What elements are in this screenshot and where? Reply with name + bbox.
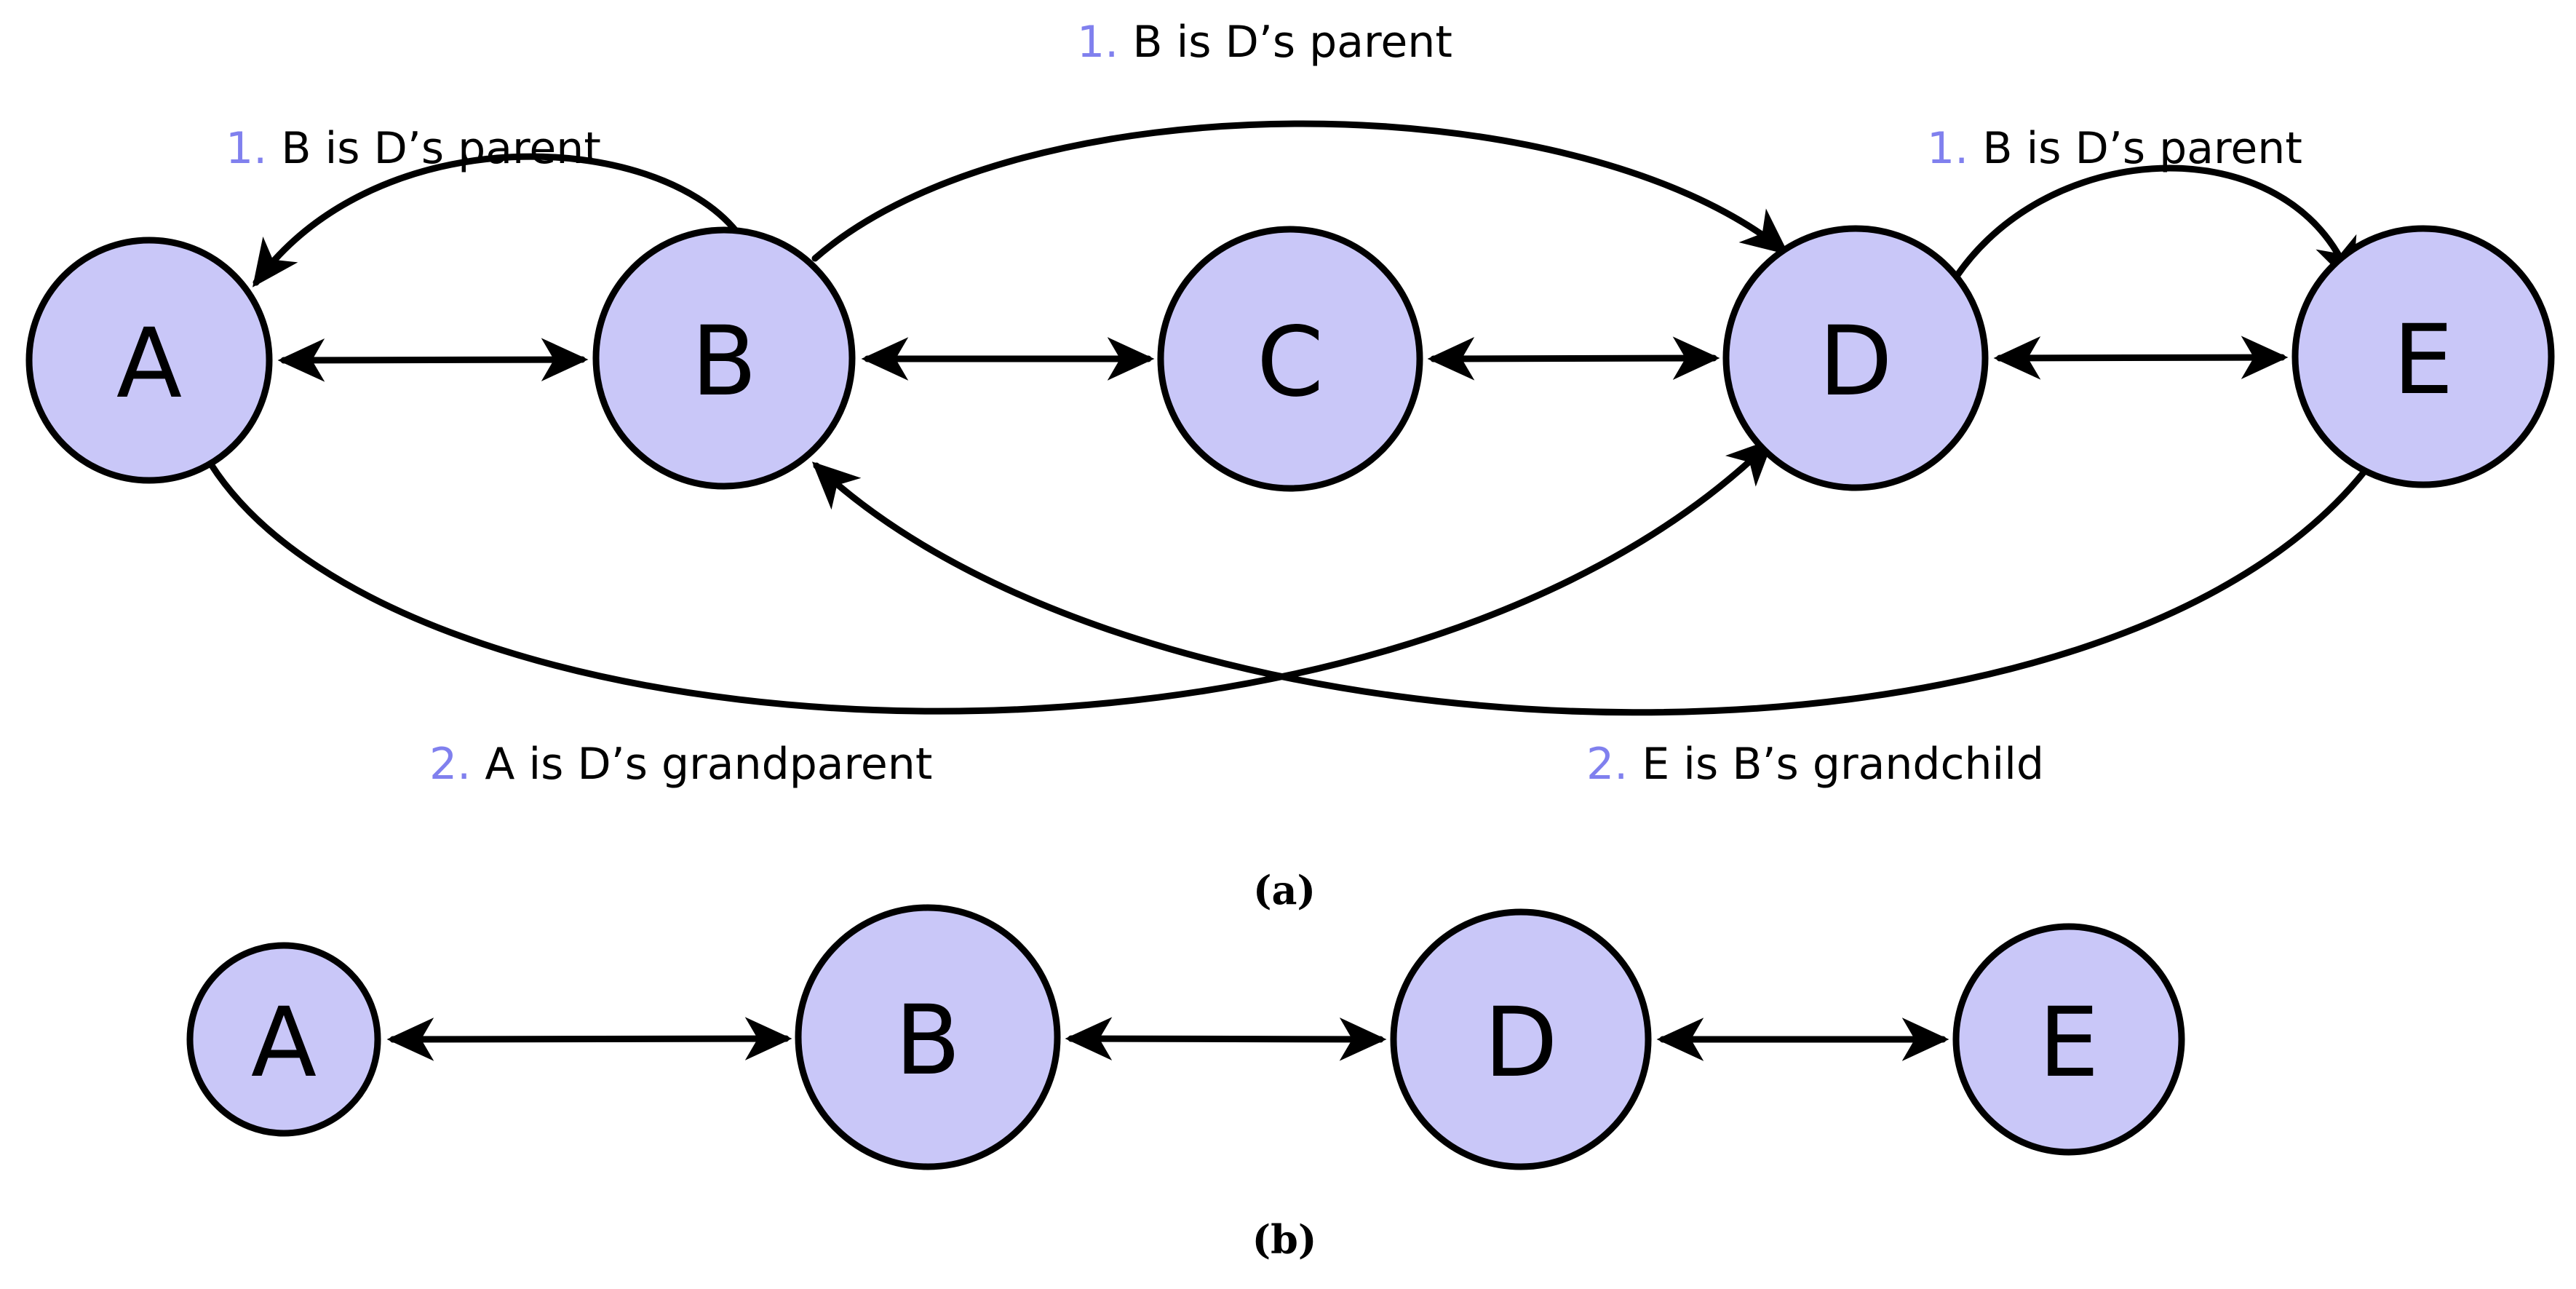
edge-b-to-d-curve	[811, 120, 1789, 262]
node-c-top-circle[interactable]	[1157, 226, 1423, 492]
node-b-bottom-label: B	[895, 985, 961, 1097]
node-d-top-circle[interactable]	[1722, 225, 1989, 491]
edge-label-d-to-e: 1. B is D’s parent	[1927, 127, 2302, 170]
node-a-bottom-label: A	[251, 987, 317, 1099]
node-a-top-label: A	[116, 308, 182, 420]
node-c-top[interactable]: C	[1157, 226, 1423, 492]
node-d-bottom[interactable]: D	[1390, 908, 1652, 1170]
panel-b-nodes: A B D E	[186, 904, 2185, 1170]
edge-label-e-to-b: 2. E is B’s grandchild	[1586, 742, 2044, 786]
node-c-top-label: C	[1257, 306, 1324, 419]
edge-label-b-to-a: 1. B is D’s parent	[226, 127, 601, 170]
edge-label-b-to-d: 1. B is D’s parent	[1077, 20, 1452, 64]
node-b-top-circle[interactable]	[592, 226, 856, 490]
node-a-bottom-circle[interactable]	[186, 942, 381, 1137]
node-e-top-label: E	[2393, 304, 2453, 416]
edge-label-b-to-a-text: B is D’s parent	[281, 123, 601, 174]
node-e-bottom[interactable]: E	[1952, 923, 2185, 1156]
node-d-top-label: D	[1818, 306, 1893, 418]
panel-a-curved-edges	[207, 120, 2383, 716]
edge-e-to-b-curve	[811, 448, 2383, 716]
node-e-bottom-label: E	[2038, 987, 2099, 1099]
edge-label-e-to-b-index: 2.	[1586, 739, 1629, 790]
panel-a-straight-edges	[277, 336, 2289, 382]
edge-label-d-to-e-index: 1.	[1927, 123, 1969, 174]
edge-a-to-d-curve	[207, 438, 1775, 715]
node-b-top-label: B	[691, 306, 758, 418]
panel-a-nodes: A B C D E	[25, 225, 2555, 492]
node-a-bottom[interactable]: A	[186, 942, 381, 1137]
node-e-bottom-circle[interactable]	[1952, 923, 2185, 1156]
node-b-bottom[interactable]: B	[795, 904, 1061, 1170]
edge-label-b-to-a-index: 1.	[226, 123, 268, 174]
edge-label-a-to-d-text: A is D’s grandparent	[485, 739, 933, 790]
node-b-top[interactable]: B	[592, 226, 856, 490]
edge-label-d-to-e-text: B is D’s parent	[1982, 123, 2302, 174]
edge-c-d-bidirectional	[1427, 336, 1720, 381]
node-d-bottom-circle[interactable]	[1390, 908, 1652, 1170]
edge-label-a-to-d: 2. A is D’s grandparent	[429, 742, 932, 786]
edge-d-e-bidirectional	[1993, 336, 2289, 380]
node-a-top-circle[interactable]	[25, 237, 273, 484]
node-d-bottom-label: D	[1484, 987, 1558, 1099]
subfigure-caption-a: (a)	[1252, 867, 1316, 913]
edge-label-a-to-d-index: 2.	[429, 739, 472, 790]
node-b-bottom-circle[interactable]	[795, 904, 1061, 1170]
node-e-top-circle[interactable]	[2291, 225, 2555, 488]
subfigure-caption-b: (b)	[1252, 1216, 1317, 1263]
node-a-top[interactable]: A	[25, 237, 273, 484]
edge-label-b-to-d-text: B is D’s parent	[1132, 17, 1452, 68]
node-e-top[interactable]: E	[2291, 225, 2555, 488]
edge-label-e-to-b-text: E is B’s grandchild	[1642, 739, 2044, 790]
edge-d-to-e-curve	[1944, 164, 2357, 295]
node-d-top[interactable]: D	[1722, 225, 1989, 491]
edge-b-to-a-curve	[252, 153, 740, 287]
edge-label-b-to-d-index: 1.	[1077, 17, 1119, 68]
